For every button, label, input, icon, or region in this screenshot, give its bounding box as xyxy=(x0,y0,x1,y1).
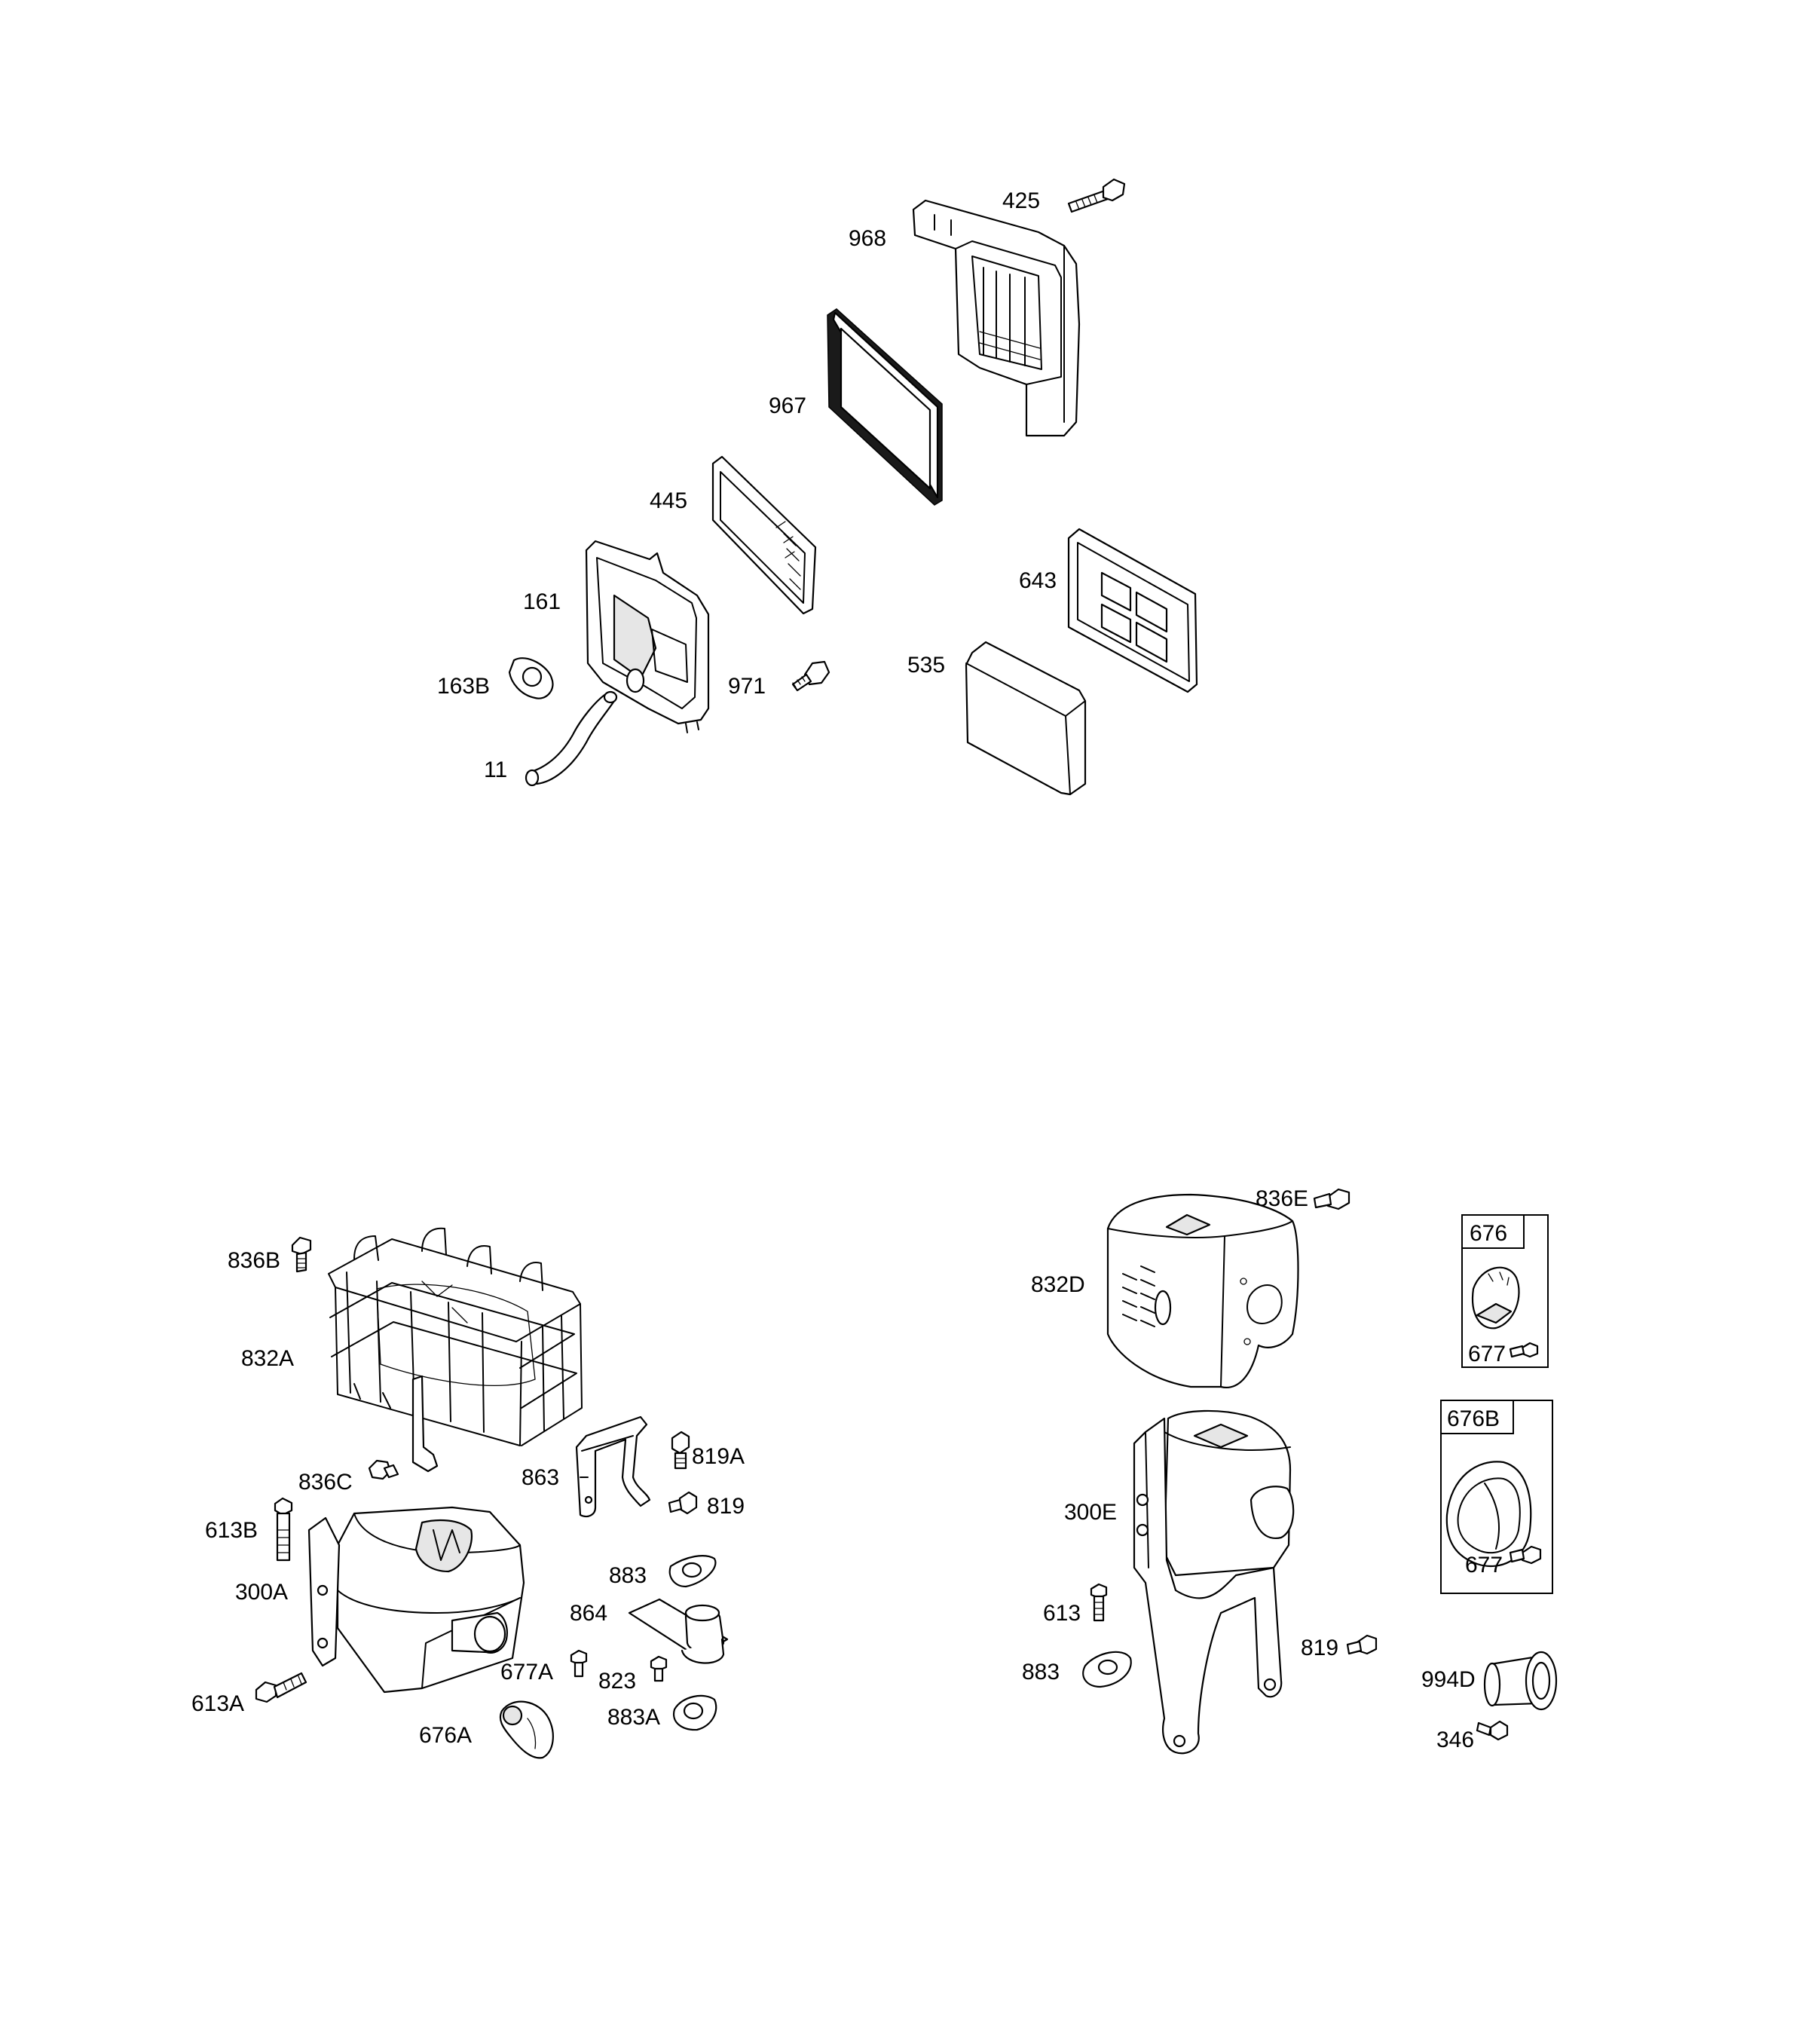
part-346-screw xyxy=(1476,1720,1509,1741)
label-819A: 819A xyxy=(692,1444,745,1469)
part-613B-stud xyxy=(274,1497,293,1562)
part-163B-gasket xyxy=(508,657,554,699)
label-971: 971 xyxy=(728,674,766,699)
label-836E: 836E xyxy=(1256,1186,1308,1211)
label-967: 967 xyxy=(769,393,806,418)
part-819A-screw xyxy=(671,1431,690,1470)
label-300A: 300A xyxy=(235,1580,288,1605)
label-425: 425 xyxy=(1002,188,1040,213)
part-836E-screw xyxy=(1313,1188,1350,1210)
label-883-right: 883 xyxy=(1022,1660,1060,1685)
part-161-base xyxy=(585,540,710,733)
label-11: 11 xyxy=(484,757,507,782)
label-883A: 883A xyxy=(607,1705,660,1730)
inset-676-title-box xyxy=(1461,1214,1525,1249)
label-346: 346 xyxy=(1436,1727,1474,1752)
part-971-screw xyxy=(791,660,830,692)
label-676: 676 xyxy=(1470,1221,1507,1246)
label-883-left: 883 xyxy=(609,1563,647,1588)
part-11-tube xyxy=(525,690,618,787)
label-994D: 994D xyxy=(1421,1667,1476,1692)
part-836C-screw xyxy=(368,1459,399,1480)
part-883-gasket-right xyxy=(1082,1651,1132,1688)
label-613A: 613A xyxy=(191,1691,244,1716)
label-832A: 832A xyxy=(241,1346,294,1371)
part-613A-stud xyxy=(255,1672,307,1703)
part-883-gasket-left xyxy=(668,1555,717,1588)
label-819-right: 819 xyxy=(1301,1636,1338,1660)
label-676A: 676A xyxy=(419,1723,472,1748)
label-836C: 836C xyxy=(298,1470,353,1495)
label-677-bottom: 677 xyxy=(1465,1553,1503,1578)
part-643-frame xyxy=(1067,528,1198,693)
label-836B: 836B xyxy=(228,1248,280,1273)
label-968: 968 xyxy=(849,226,886,251)
part-425-screw xyxy=(1067,178,1126,213)
part-968-cover xyxy=(912,199,1081,437)
label-300E: 300E xyxy=(1064,1500,1117,1525)
part-864-deflector xyxy=(628,1598,729,1664)
label-832D: 832D xyxy=(1031,1272,1085,1297)
inset-676B xyxy=(1440,1400,1553,1594)
label-677-top: 677 xyxy=(1468,1342,1506,1366)
part-832D-heat-shield xyxy=(1106,1193,1299,1388)
label-163B: 163B xyxy=(437,674,490,699)
part-445-precleaner xyxy=(711,455,817,615)
label-161: 161 xyxy=(523,589,561,614)
part-677A-screw xyxy=(570,1649,588,1678)
inset-676 xyxy=(1461,1214,1549,1368)
part-883A-gasket xyxy=(672,1694,717,1731)
part-832A-wire-guard xyxy=(328,1227,583,1473)
part-994D-arrester xyxy=(1483,1651,1558,1711)
part-300E-muffler xyxy=(1133,1409,1295,1755)
part-863-bracket xyxy=(575,1415,651,1518)
label-613: 613 xyxy=(1043,1601,1081,1626)
part-819-screw-left xyxy=(668,1491,698,1515)
label-613B: 613B xyxy=(205,1518,258,1543)
label-864: 864 xyxy=(570,1601,607,1626)
part-676A-arrester xyxy=(499,1700,554,1759)
label-677A: 677A xyxy=(500,1660,553,1685)
label-819-left: 819 xyxy=(707,1494,745,1519)
label-535: 535 xyxy=(907,653,945,678)
part-300A-muffler xyxy=(307,1506,525,1694)
label-445: 445 xyxy=(650,488,687,513)
label-823: 823 xyxy=(598,1669,636,1694)
label-863: 863 xyxy=(522,1465,559,1490)
label-676B: 676B xyxy=(1447,1406,1500,1431)
part-967-filter xyxy=(827,308,943,506)
part-836B-screw xyxy=(291,1236,312,1273)
part-823-screw xyxy=(650,1655,668,1682)
label-643: 643 xyxy=(1019,568,1057,593)
part-819-screw-right xyxy=(1346,1634,1378,1655)
inset-676B-title-box xyxy=(1440,1400,1514,1434)
part-613-stud xyxy=(1090,1583,1108,1622)
part-535-foam xyxy=(965,641,1087,796)
